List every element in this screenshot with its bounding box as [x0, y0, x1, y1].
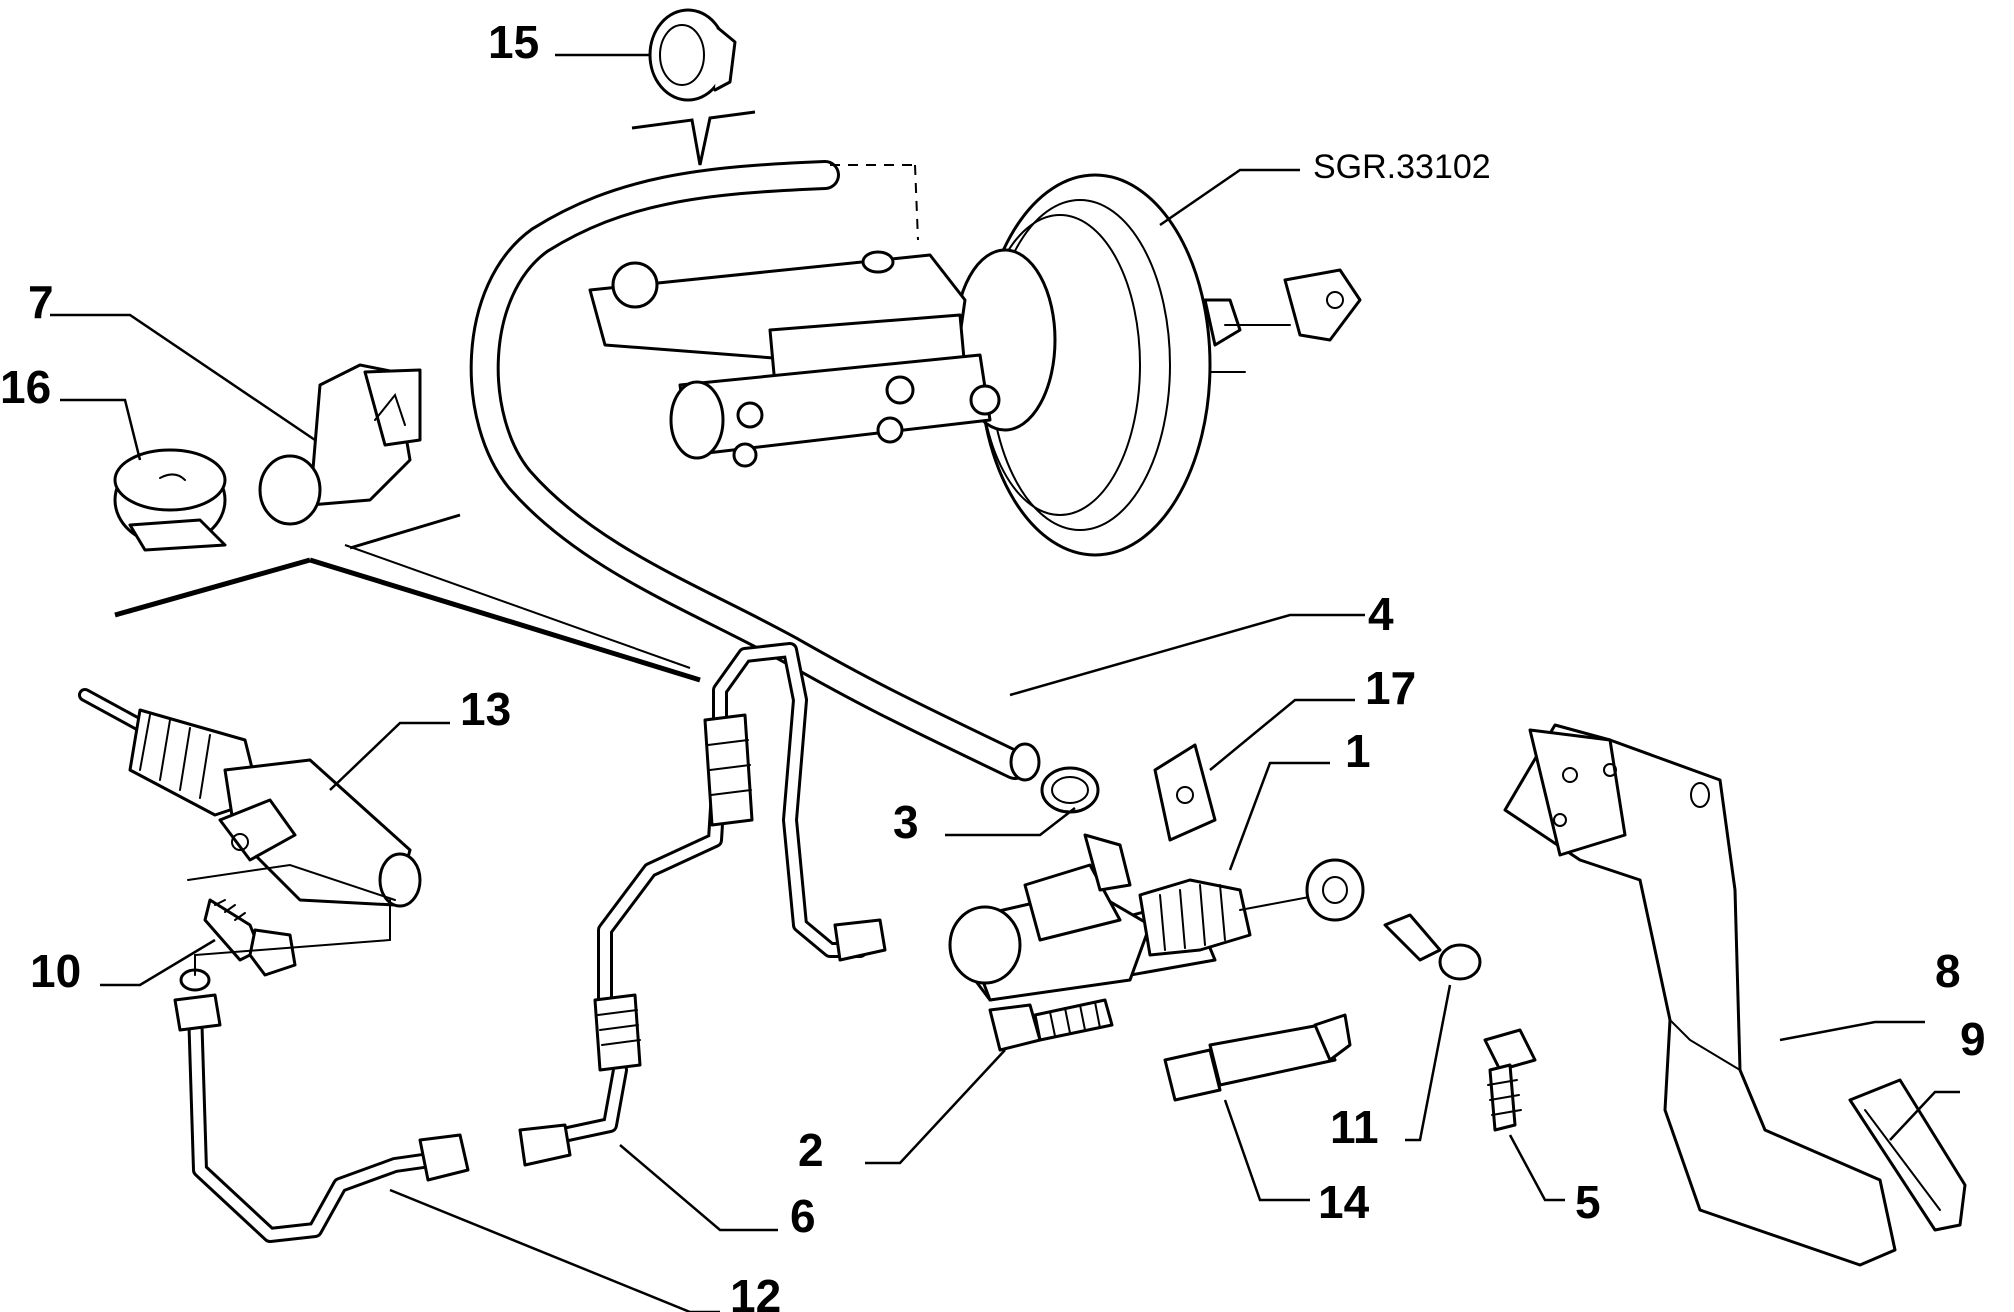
- label-part-2: 2: [798, 1124, 824, 1176]
- label-part-3: 3: [893, 796, 919, 848]
- label-part-7: 7: [28, 276, 54, 328]
- part-13-slave-cylinder: [78, 688, 422, 908]
- label-part-15: 15: [488, 16, 539, 68]
- part-15-cap: [648, 8, 737, 102]
- part-1-clutch-master-cylinder: [948, 833, 1365, 1002]
- part-2-bolt: [988, 998, 1114, 1052]
- label-part-10: 10: [30, 945, 81, 997]
- leader-lines: [50, 53, 1960, 1312]
- part-12-pipe: [173, 899, 470, 1243]
- part-9-pedal-pad: [1848, 1078, 1967, 1232]
- label-part-5: 5: [1575, 1176, 1601, 1228]
- part-5-switch: [1483, 1028, 1537, 1132]
- brake-booster-assembly: [588, 173, 1362, 557]
- part-8-pedal: [1503, 723, 1897, 1267]
- label-part-6: 6: [790, 1190, 816, 1242]
- label-part-16: 16: [0, 361, 51, 413]
- label-part-17: 17: [1365, 662, 1416, 714]
- label-part-1: 1: [1345, 725, 1371, 777]
- label-part-9: 9: [1960, 1013, 1986, 1065]
- part-4-hose: [469, 160, 1041, 782]
- part-3-clamp: [1040, 766, 1100, 814]
- part-16-clip: [113, 448, 227, 552]
- part-10-bolt: [203, 898, 297, 977]
- part-17-clip: [1153, 743, 1217, 842]
- label-part-4: 4: [1368, 588, 1394, 640]
- label-part-8: 8: [1935, 945, 1961, 997]
- part-6-pipe: [518, 642, 887, 1167]
- label-part-14: 14: [1318, 1176, 1370, 1228]
- part-14-switch: [1163, 1013, 1352, 1102]
- label-part-11: 11: [1330, 1101, 1379, 1153]
- section-dividers: [114, 110, 756, 683]
- reference-code: SGR.33102: [1313, 148, 1491, 186]
- part-11-pin: [1383, 913, 1482, 981]
- label-part-12: 12: [730, 1270, 781, 1312]
- part-number-labels: 15 SGR.33102 7 16 13 10 12 6 4 3 17 1 2 …: [0, 16, 1986, 1312]
- part-7-connector: [258, 363, 422, 526]
- label-part-13: 13: [460, 683, 511, 735]
